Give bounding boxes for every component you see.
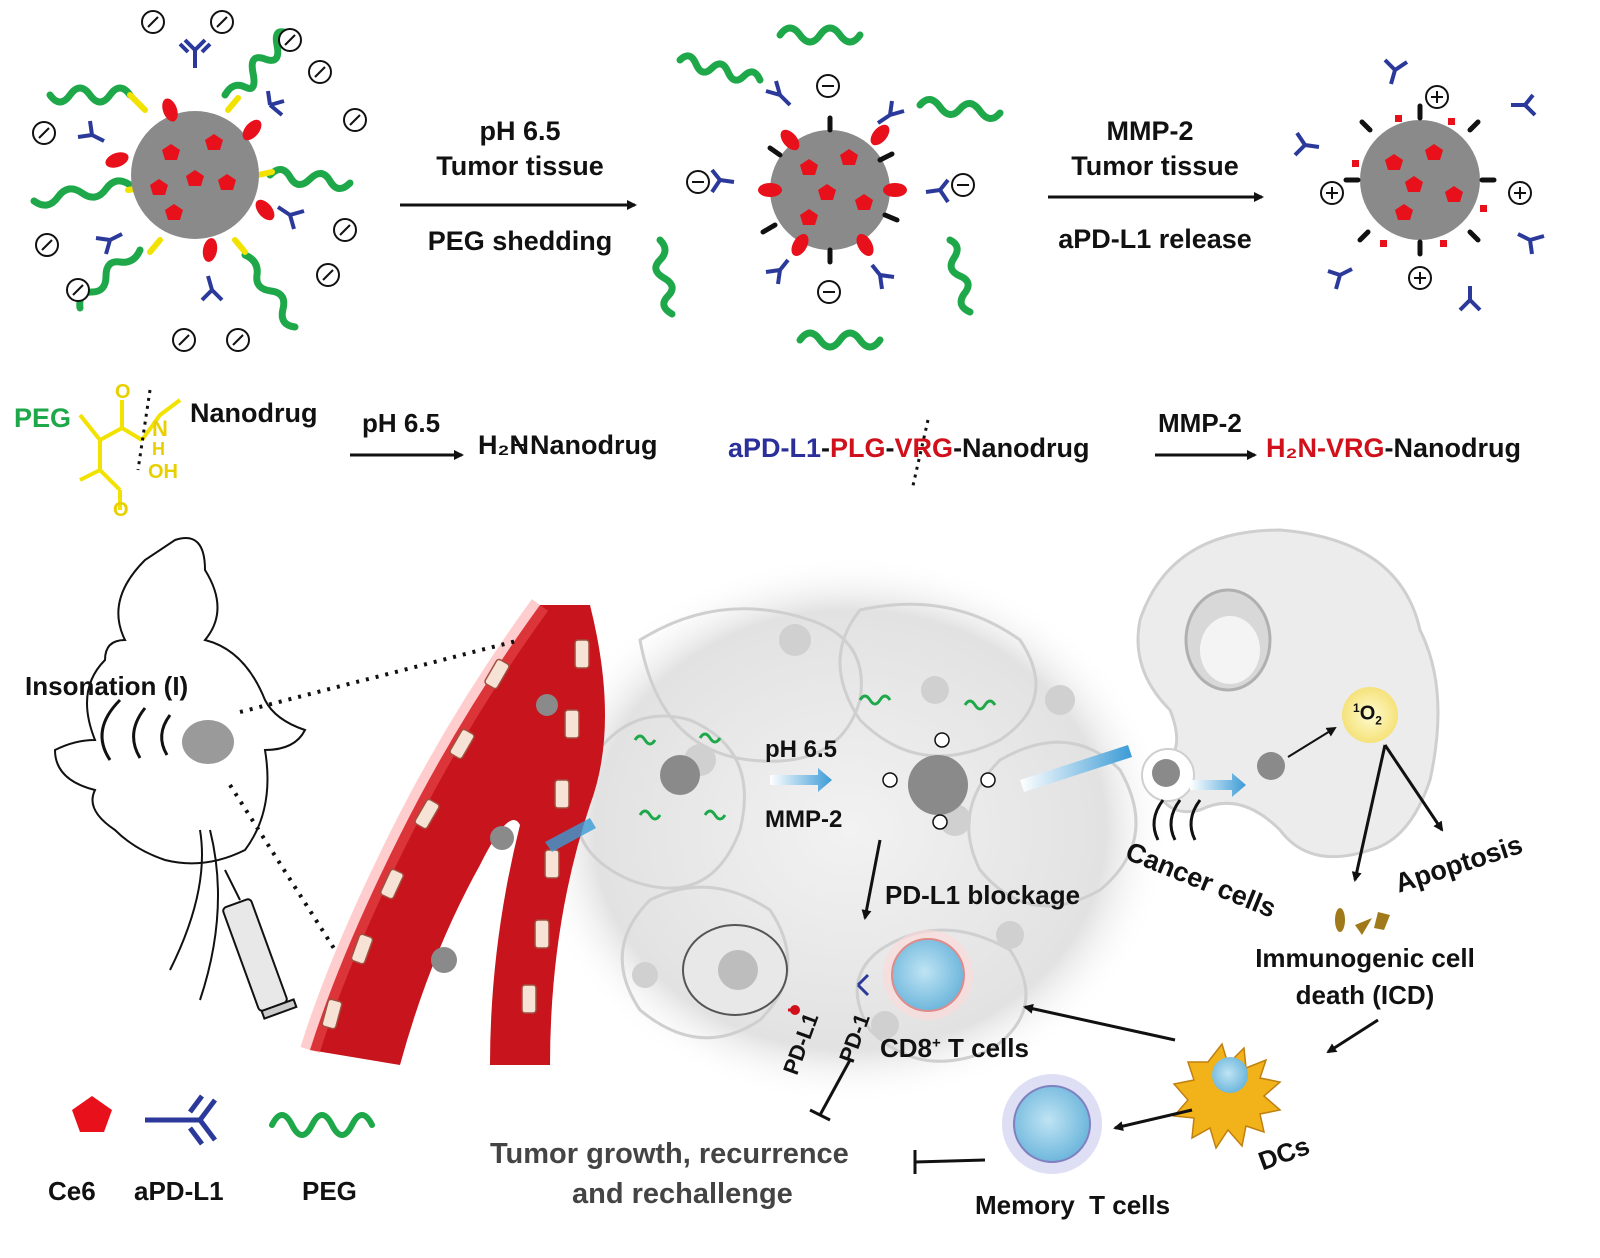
- chem-h2n-nanodrug: Nanodrug: [530, 430, 658, 460]
- cd8-rest: T cells: [940, 1033, 1029, 1063]
- tumor-cell-pdl1: [682, 924, 800, 1016]
- syringe: [222, 869, 298, 1020]
- pdl1-blockage-label: PD-L1 blockage: [885, 880, 1081, 910]
- insonation-waves: [100, 698, 172, 761]
- chem-product-row: H₂N-VRG-Nanodrug: [1266, 435, 1521, 462]
- dendritic-cell: [1172, 1042, 1282, 1150]
- chem-nanodrug: Nanodrug: [190, 398, 318, 428]
- icd-debris: [1335, 908, 1390, 935]
- chem-n: N: [152, 416, 168, 441]
- legend-ce6-label: Ce6: [48, 1176, 96, 1206]
- chem-apdl1: aPD-L1: [728, 433, 822, 463]
- icd-line1: Immunogenic cell: [1255, 943, 1475, 973]
- chem-o: O: [115, 381, 131, 403]
- chem-h: H: [152, 439, 165, 459]
- blue-arrows: [545, 745, 1246, 852]
- step1-line2: Tumor tissue: [436, 151, 604, 181]
- chem-plg: PLG: [830, 433, 886, 463]
- endothelial-cells: [321, 639, 590, 1030]
- chem-peptide-row: aPD-L1-PLG-VRG-Nanodrug: [728, 435, 1090, 462]
- chem-dash1: -: [821, 433, 831, 463]
- o2-glow: [1342, 687, 1398, 743]
- singlet-oxygen-label: 1O2: [1353, 702, 1382, 727]
- chem-h2nvrg: H₂N-VRG: [1266, 433, 1385, 463]
- tumor-ph-label: pH 6.5: [765, 736, 838, 763]
- chem-o-bottom: O: [113, 499, 129, 521]
- singlet-sup: 1: [1353, 701, 1360, 715]
- legend-ce6-icon: [72, 1096, 112, 1132]
- nanoparticle-peg-coated: [30, 10, 367, 352]
- tumor-cells: [574, 602, 1138, 1063]
- peg-chains: [30, 28, 354, 331]
- step2-line2: Tumor tissue: [1071, 151, 1239, 181]
- tumor-mmp2-label: MMP-2: [765, 806, 843, 833]
- tumor-nanoparticle-2: [858, 694, 997, 830]
- legend-apdl1-label: aPD-L1: [134, 1176, 224, 1206]
- icd-line2: death (ICD): [1295, 980, 1435, 1010]
- step1-line3: PEG shedding: [427, 226, 613, 256]
- tumor-nanoparticle-1: [633, 732, 727, 821]
- chem-ph: pH 6.5: [362, 408, 441, 438]
- singlet-o: O: [1359, 702, 1376, 725]
- insonation-label: Insonation (I): [25, 671, 189, 701]
- memory-t-cell: [1002, 1074, 1102, 1174]
- chem-dash2: -: [885, 433, 895, 463]
- mouse-illustration: [53, 537, 307, 1001]
- negative-charges: [32, 10, 367, 352]
- cd8-t-cell: [856, 930, 973, 1020]
- step1-line1: pH 6.5: [479, 116, 561, 146]
- legend-peg-icon: [269, 1112, 375, 1138]
- chem-oh: OH: [148, 461, 178, 483]
- chem-peg: PEG: [14, 403, 72, 433]
- cd8-sup: +: [932, 1034, 941, 1052]
- chem-mmp2: MMP-2: [1158, 408, 1242, 438]
- chem-nanodrug2: -Nanodrug: [953, 433, 1090, 463]
- dmma-structure: [78, 398, 182, 510]
- nanoparticle-peg-shed: [652, 24, 1004, 351]
- legend-peg-label: PEG: [302, 1176, 357, 1206]
- antibody-icons: [77, 38, 305, 302]
- vessel-nanoparticles: [431, 694, 558, 973]
- memory-t-cells-label: Memory T cells: [975, 1190, 1171, 1220]
- chem-vrg: VRG: [894, 433, 954, 463]
- cd8-label: CD8+ T cells: [880, 1035, 1029, 1061]
- legend-apdl1-icon: [145, 1094, 217, 1146]
- cleavage-line-1: [136, 389, 152, 471]
- chem-nanodrug3: -Nanodrug: [1384, 433, 1521, 463]
- singlet-sub: 2: [1375, 713, 1382, 728]
- tumor-growth-line1: Tumor growth, recurrence: [490, 1138, 849, 1170]
- cancer-cell: [1136, 528, 1440, 859]
- tumor-growth-line2: and rechallenge: [572, 1178, 793, 1210]
- chem-h2n: H₂N: [478, 430, 529, 460]
- nanoparticle-positive: [1293, 58, 1545, 312]
- mouse-tumor: [182, 720, 234, 764]
- step2-line3: aPD-L1 release: [1058, 224, 1252, 254]
- blood-vessel: [310, 605, 605, 1065]
- step2-line1: MMP-2: [1106, 116, 1194, 146]
- cd8-text: CD8: [880, 1033, 933, 1063]
